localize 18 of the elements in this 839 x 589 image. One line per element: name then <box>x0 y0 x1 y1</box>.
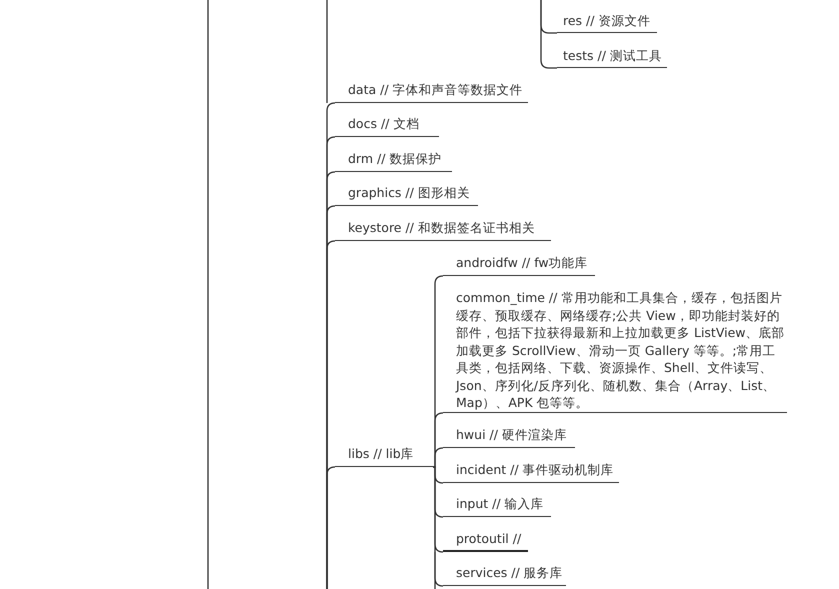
topic-label: androidfw // fw功能库 <box>443 249 595 276</box>
topic-label: input // 输入库 <box>443 490 551 517</box>
topic-label: data // 字体和声音等数据文件 <box>335 76 528 103</box>
topic-label: incident // 事件驱动机制库 <box>443 456 619 483</box>
topic-label: keystore // 和数据签名证书相关 <box>335 214 551 241</box>
topic-label: tests // 测试工具 <box>557 47 667 68</box>
topic-label: libs // lib库 <box>335 440 433 467</box>
connector-line <box>540 0 557 69</box>
topic-label: hwui // 硬件渲染库 <box>443 421 575 448</box>
topic-label: res // 资源文件 <box>557 12 657 33</box>
topic-label: graphics // 图形相关 <box>335 179 478 206</box>
topic-label: docs // 文档 <box>335 110 439 137</box>
topic-label: protoutil // <box>443 525 528 552</box>
topic-label: services // 服务库 <box>443 559 566 586</box>
topic-label: drm // 数据保护 <box>335 145 452 172</box>
connector-line <box>433 466 444 587</box>
topic-label: common_time // 常用功能和工具集合，缓存，包括图片缓存、预取缓存、网络缓存;公共 View，即功能封装好的部件，包括下拉获得最新和上拉加载更多 ListView、底部加载更多 ScrollView、滑动一页 Gallery 等等。;常用工具类，包括网络、下载、资源操作、Shell、文件读写、Json、序列化/反序列化、随机数、集合（Array、List、Map）、APK 包等等。 <box>443 286 787 413</box>
connector-line <box>433 447 444 468</box>
